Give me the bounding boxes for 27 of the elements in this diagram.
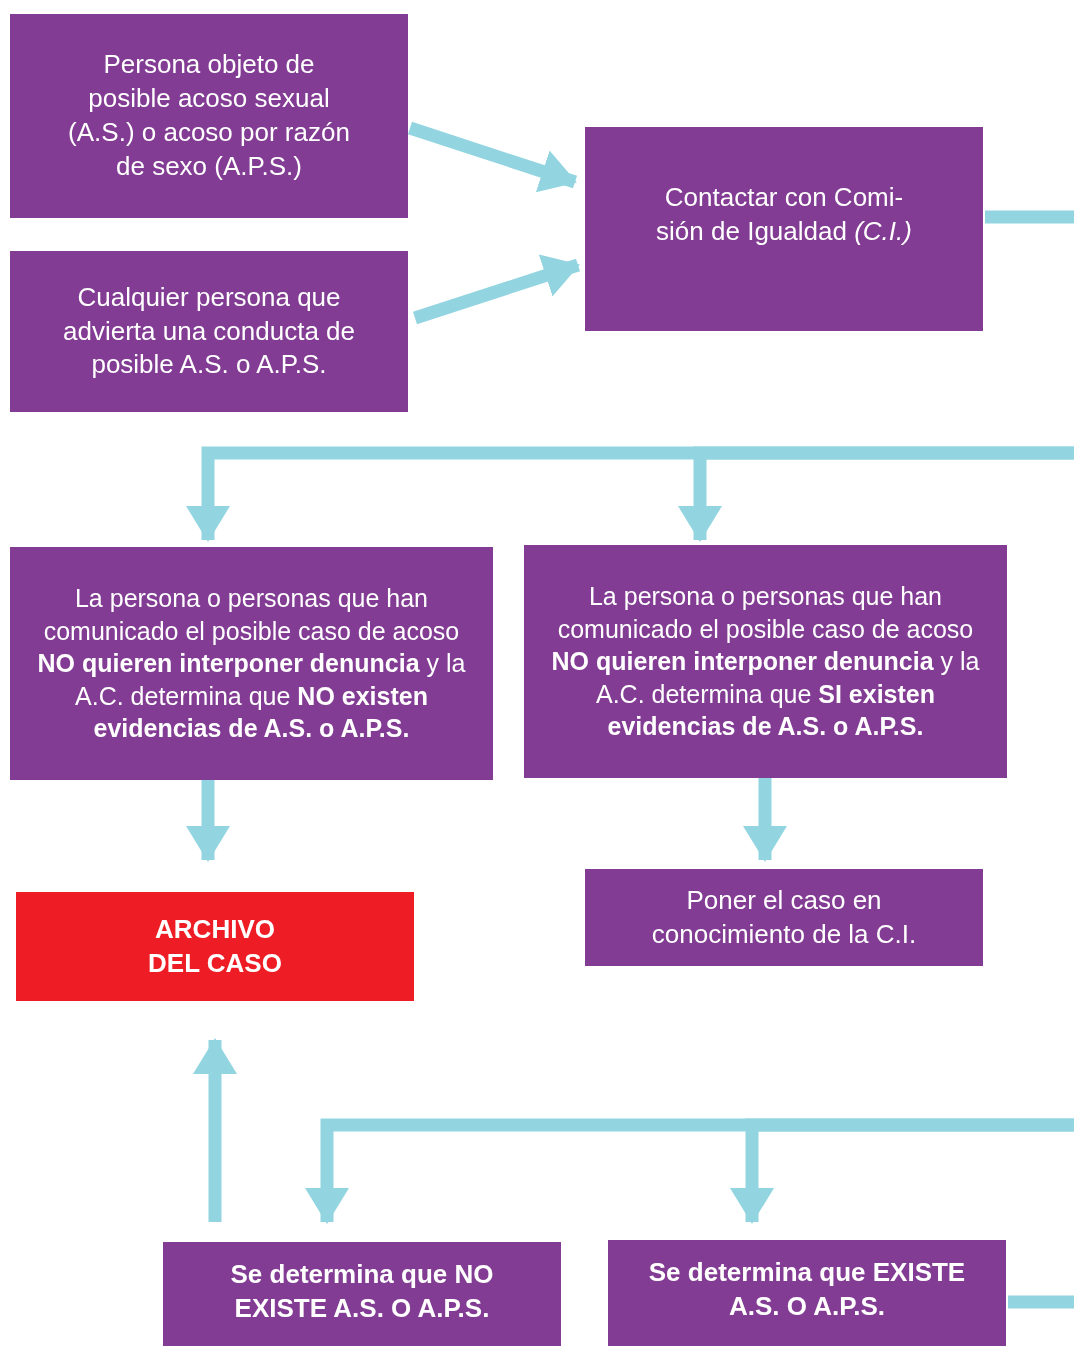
box-text: Cualquier persona que advierta una conducta de posible A.S. o A.P.S. (62, 280, 356, 382)
arrow (678, 446, 1074, 542)
box-text: La persona o personas que han comunicado el posible caso de acoso NO quieren interponer denuncia y la A.C. determina que NO existen evidencias de A.S. o A.P.S. (36, 583, 467, 745)
process-box (163, 1242, 561, 1346)
box-text: Se determina que NO EXISTE A.S. O A.P.S. (229, 1258, 495, 1325)
arrow (407, 121, 578, 193)
process-box (585, 869, 983, 966)
arrow (743, 778, 787, 862)
process-box (10, 251, 408, 412)
connector-line (985, 210, 1074, 224)
connector-line (1008, 1295, 1074, 1309)
process-box (585, 127, 983, 331)
process-box (10, 14, 408, 218)
box-text: Poner el caso en conocimiento de la C.I. (650, 883, 918, 951)
terminal-box (16, 892, 414, 1001)
box-text: Persona objeto de posible acoso sexual (A.S.) o acoso por razón de sexo (A.P.S.) (67, 48, 351, 183)
process-box (608, 1240, 1006, 1346)
arrow (193, 1038, 237, 1222)
process-box (10, 547, 493, 780)
arrow (730, 1118, 1074, 1224)
arrow (413, 254, 580, 325)
box-text: Se determina que EXISTE A.S. O A.P.S. (648, 1256, 966, 1323)
arrow (186, 780, 230, 862)
box-text: Contactar con Comi- sión de Igualdad (C.I.) (655, 181, 913, 248)
process-box (524, 545, 1007, 778)
box-text: La persona o personas que han comunicado el posible caso de acoso NO quieren interponer denuncia y la A.C. determina que SI existen evidencias de A.S. o A.P.S. (550, 581, 981, 743)
box-text: ARCHIVO DEL CASO (147, 912, 283, 980)
